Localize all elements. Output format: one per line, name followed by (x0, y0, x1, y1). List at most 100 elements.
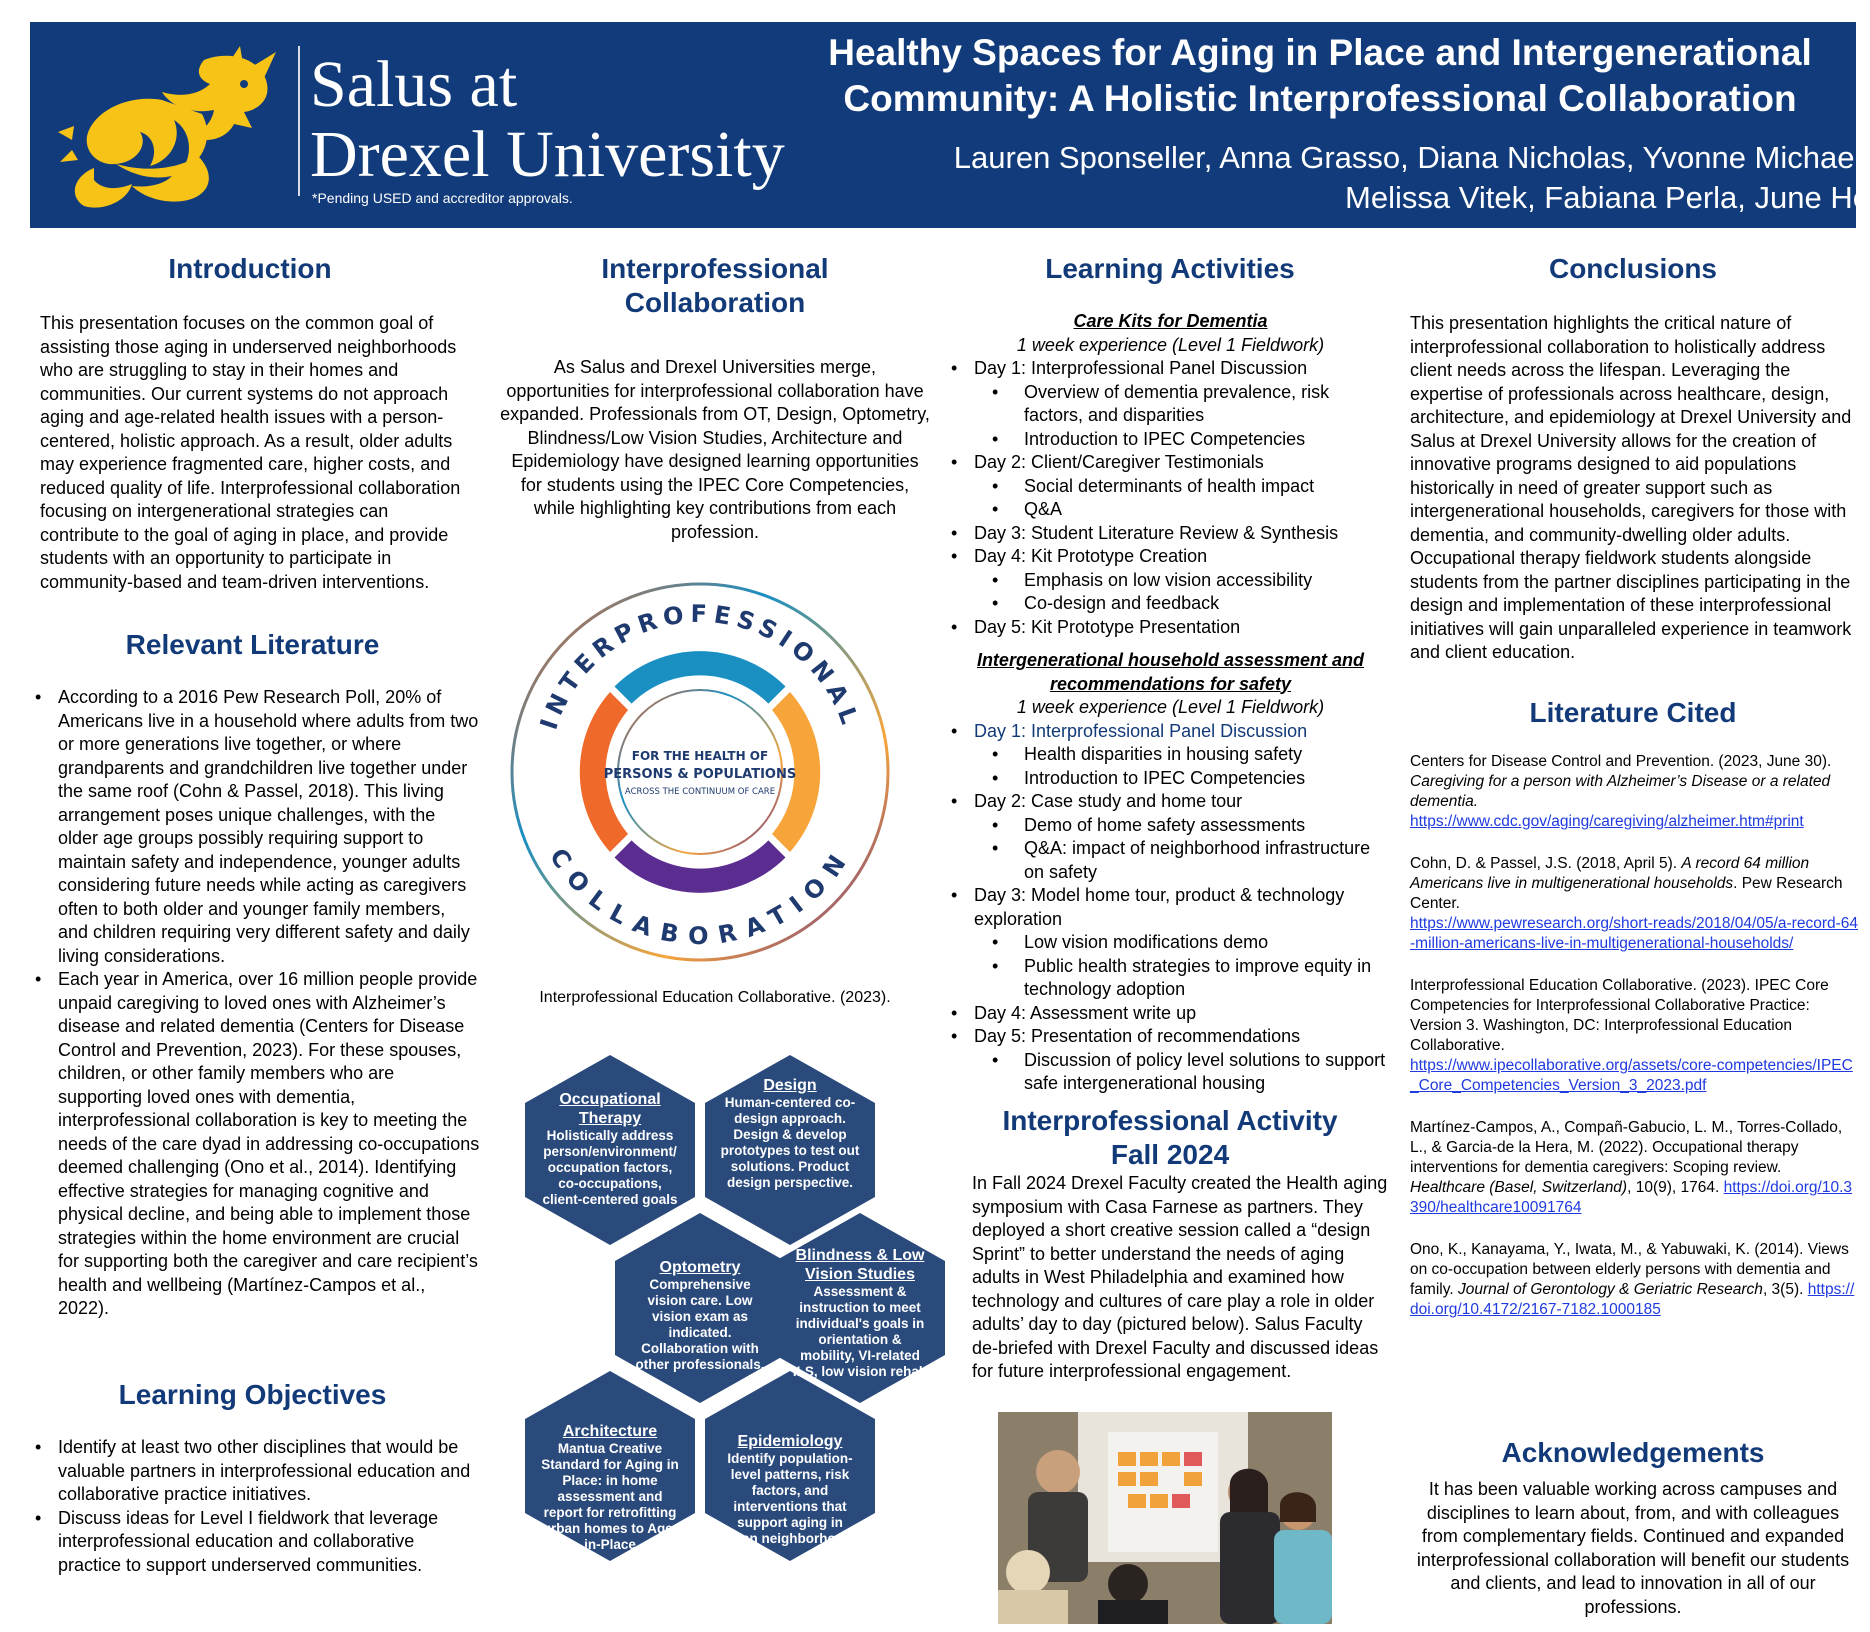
hexagon-body: Mantua Creative Standard for Aging in Pl… (541, 1441, 679, 1552)
hexagon-title: Architecture (562, 1423, 658, 1440)
list-item: Day 2: Case study and home tour Demo of … (948, 790, 1393, 884)
list-item: Day 5: Kit Prototype Presentation (948, 616, 1393, 640)
ipec-competency-diagram: INTERPROFESSIONAL COLLABORATION VALUES A… (510, 582, 890, 962)
hexagon-body: Assessment & instruction to meet individ… (792, 1284, 928, 1379)
hexagon-title: Occupational Therapy (559, 1091, 661, 1127)
segment-teams (579, 692, 628, 852)
svg-text:COLLABORATION: COLLABORATION (544, 843, 855, 950)
references-list: Centers for Disease Control and Preventi… (1410, 752, 1860, 1342)
ipc-text: As Salus and Drexel Universities merge, … (500, 357, 930, 542)
hexagon-title: Epidemiology (737, 1433, 843, 1450)
list-item: Demo of home safety assessments (974, 814, 1393, 838)
brand-name-line1: Salus at (310, 48, 518, 121)
hexagon-architecture-text: Architecture Mantua Creative Standard fo… (538, 1422, 682, 1553)
list-item: According to a 2016 Pew Research Poll, 2… (32, 686, 480, 968)
activity-heading-line1: Interprofessional Activity (1002, 1105, 1338, 1136)
learning-activities-heading: Learning Activities (1045, 253, 1295, 284)
hexagon-body: Human-centered co-design approach. Desig… (720, 1095, 860, 1190)
hexagon-title: Design (763, 1077, 817, 1094)
hexagon-epidemiology (705, 1371, 875, 1561)
poster-title: Healthy Spaces for Aging in Place and In… (828, 32, 1812, 119)
hexagon-occupational-therapy (525, 1055, 695, 1245)
photo-illustration (998, 1412, 1332, 1624)
ipc-heading: Interprofessional Collaboration (500, 252, 930, 320)
list-item: Introduction to IPEC Competencies (974, 767, 1393, 791)
list-item: Day 1: Interprofessional Panel Discussio… (948, 357, 1393, 451)
hexagon-design-text: Design Human-centered co-design approach… (720, 1076, 860, 1191)
list-item: Each year in America, over 16 million pe… (32, 968, 480, 1321)
list-item: Day 3: Model home tour, product & techno… (948, 884, 1393, 1002)
list-item: Day 5: Presentation of recommendations D… (948, 1025, 1393, 1096)
list-item: Day 3: Student Literature Review & Synth… (948, 522, 1393, 546)
reference-item: Centers for Disease Control and Preventi… (1410, 753, 1832, 830)
hexagon-epidemiology-text: Epidemiology Identify population-level p… (718, 1432, 862, 1547)
hexagon-blindness-low-vision (775, 1213, 945, 1403)
introduction-heading: Introduction (168, 253, 332, 284)
reference-item: Ono, K., Kanayama, Y., Iwata, M., & Yabu… (1410, 1241, 1855, 1318)
brand-divider (298, 46, 300, 196)
reference-link[interactable]: https://doi.org/10.3390/healthcare100917… (1410, 1179, 1852, 1216)
list-item: Day 4: Kit Prototype Creation Emphasis o… (948, 545, 1393, 616)
list-item: Introduction to IPEC Competencies (974, 428, 1393, 452)
reference-link[interactable]: https://www.pewresearch.org/short-reads/… (1410, 915, 1859, 952)
reference-link[interactable]: https://doi.org/10.4172/2167-7182.100018… (1410, 1281, 1855, 1318)
introduction-text: This presentation focuses on the common … (40, 313, 461, 592)
list-item: Q&A: impact of neighborhood infrastructu… (974, 837, 1393, 884)
interprofessional-activity-heading: Interprofessional Activity Fall 2024 (950, 1104, 1390, 1172)
activity-text: In Fall 2024 Drexel Faculty created the … (972, 1173, 1388, 1381)
list-item: Q&A (974, 498, 1393, 522)
hexagon-optometry-text: Optometry Comprehensive vision care. Low… (630, 1258, 770, 1373)
poster-authors: Lauren Sponseller, Anna Grasso, Diana Ni… (953, 140, 1870, 215)
learning-objectives-heading: Learning Objectives (118, 1379, 387, 1410)
ipc-diagram-caption: Interprofessional Education Collaborativ… (539, 989, 891, 1006)
list-item: Co-design and feedback (974, 592, 1393, 616)
list-item: Low vision modifications demo (974, 931, 1393, 955)
literature-list: According to a 2016 Pew Research Poll, 2… (32, 686, 480, 1321)
dragon-logo-icon (58, 46, 276, 208)
outer-label-bottom: COLLABORATION (544, 843, 847, 950)
segment-roles (772, 692, 821, 852)
conclusions-text: This presentation highlights the critica… (1410, 313, 1852, 662)
household-title: Intergenerational household assessment a… (976, 650, 1365, 694)
center-line3: ACROSS THE CONTINUUM OF CARE (625, 787, 775, 797)
hexagon-body: Identify population-level patterns, risk… (720, 1451, 860, 1546)
relevant-literature-heading: Relevant Literature (125, 629, 380, 660)
list-item: Discussion of policy level solutions to … (974, 1049, 1393, 1096)
hexagon-ot-text: Occupational Therapy Holistically addres… (540, 1090, 680, 1208)
reference-item: Cohn, D. & Passel, J.S. (2018, April 5).… (1410, 855, 1859, 952)
reference-link[interactable]: https://www.cdc.gov/aging/caregiving/alz… (1410, 813, 1804, 830)
reference-item: Martínez-Campos, A., Compañ-Gabucio, L. … (1410, 1119, 1852, 1216)
ipc-heading-line1: Interprofessional (601, 253, 829, 284)
list-item: Day 2: Client/Caregiver Testimonials Soc… (948, 451, 1393, 522)
list-item: Identify at least two other disciplines … (32, 1436, 480, 1507)
hexagon-title: Blindness & Low Vision Studies (795, 1247, 925, 1283)
reference-link[interactable]: https://www.ipecollaborative.org/assets/… (1410, 1057, 1853, 1094)
list-item: Day 4: Assessment write up (948, 1002, 1393, 1026)
brand-name-line2: Drexel University (310, 118, 785, 191)
list-item: Public health strategies to improve equi… (974, 955, 1393, 1002)
activities-block: Care Kits for Dementia 1 week experience… (948, 310, 1393, 1096)
hexagon-design (705, 1055, 875, 1245)
hexagon-title: Optometry (659, 1259, 741, 1276)
list-item: Overview of dementia prevalence, risk fa… (974, 381, 1393, 428)
hexagon-architecture (525, 1371, 695, 1561)
hexagon-optometry (615, 1213, 785, 1403)
activity-heading-line2: Fall 2024 (1110, 1139, 1230, 1170)
hexagon-body: Holistically address person/environment/… (542, 1128, 678, 1207)
segment-communication (614, 840, 786, 893)
list-item: Social determinants of health impact (974, 475, 1393, 499)
household-days-list: Day 1: Interprofessional Panel Discussio… (948, 720, 1393, 1096)
list-item: Discuss ideas for Level I fieldwork that… (32, 1507, 480, 1578)
acknowledgements-text: It has been valuable working across camp… (1416, 1479, 1850, 1617)
household-subtitle: 1 week experience (Level 1 Fieldwork) (1016, 697, 1325, 717)
design-sprint-photo (998, 1412, 1332, 1624)
kit-days-list: Day 1: Interprofessional Panel Discussio… (948, 357, 1393, 639)
kit-title: Care Kits for Dementia (1073, 311, 1268, 331)
list-item: Emphasis on low vision accessibility (974, 569, 1393, 593)
profession-hexagons: Occupational Therapy Holistically addres… (490, 1050, 950, 1610)
reference-item: Interprofessional Education Collaborativ… (1410, 977, 1853, 1094)
objectives-list: Identify at least two other disciplines … (32, 1436, 480, 1577)
hexagon-body: Comprehensive vision care. Low vision ex… (635, 1277, 765, 1372)
kit-subtitle: 1 week experience (Level 1 Fieldwork) (1016, 334, 1325, 355)
list-item: Day 1: Interprofessional Panel Discussio… (948, 720, 1393, 791)
